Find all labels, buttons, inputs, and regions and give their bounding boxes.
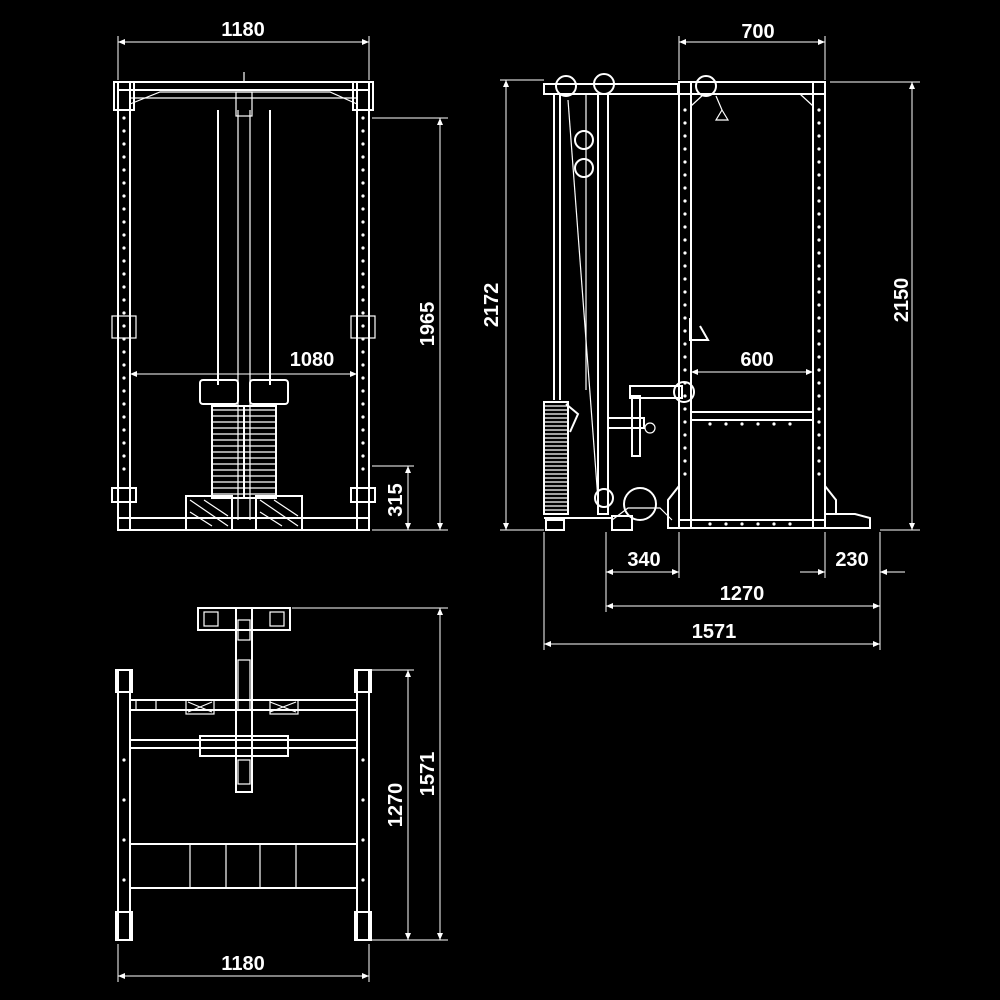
top-weight-plate — [199, 735, 289, 757]
upright-holes — [122, 116, 365, 471]
foot-height-label: 315 — [385, 483, 407, 516]
rack-holes — [683, 108, 821, 526]
left-foot-bracket — [111, 487, 137, 503]
pulley-top-left — [555, 75, 577, 97]
carabiner-icon — [714, 95, 730, 121]
top-total-depth-label: 1571 — [417, 752, 439, 797]
top-view: 1180 1270 1571 — [115, 607, 448, 982]
tower-top-beam — [543, 83, 679, 95]
rear-foot — [825, 513, 871, 529]
top-crossmember-1 — [129, 699, 358, 711]
pulley-bottom — [594, 488, 614, 508]
side-jhook — [689, 318, 710, 341]
top-width-label: 1180 — [221, 953, 264, 975]
pulley-mid-2 — [574, 158, 594, 178]
front-width-label: 1180 — [221, 19, 264, 41]
right-foot-bracket — [350, 487, 376, 503]
left-top-cap — [113, 81, 135, 111]
weight-stack — [211, 405, 277, 499]
seat-pad-right — [249, 379, 289, 405]
right-top-cap — [352, 81, 374, 111]
rack-top — [678, 81, 826, 95]
top-crossbar — [117, 81, 370, 91]
pulley-top-right — [695, 75, 717, 97]
front-inner-width-label: 1080 — [290, 349, 335, 371]
safety-bar — [690, 411, 814, 421]
top-depth-label: 1270 — [385, 783, 407, 828]
top-crossmember-2 — [129, 739, 358, 749]
side-view: 700 600 2172 2150 340 230 1270 1571 — [481, 21, 920, 650]
rack-base — [678, 519, 826, 529]
base-length-label: 1270 — [720, 583, 765, 605]
front-height-label: 1965 — [417, 302, 439, 347]
pulley-mid-1 — [574, 130, 594, 150]
side-weight-stack — [543, 401, 569, 515]
cable-diagonal — [567, 99, 599, 501]
side-inner-depth-label: 600 — [740, 349, 773, 371]
top-seat-bar — [197, 607, 291, 631]
front-offset-label: 230 — [835, 549, 868, 571]
seat-pad-left — [199, 379, 239, 405]
top-arm — [235, 607, 253, 793]
top-foot-plates — [185, 699, 299, 715]
pulley-top-center — [593, 73, 615, 95]
right-upright — [356, 81, 370, 531]
base-bar — [117, 517, 370, 531]
left-upright — [117, 81, 131, 531]
top-left-rail — [117, 669, 131, 941]
rear-offset-label: 340 — [627, 549, 660, 571]
front-view: 1180 1080 1965 315 — [111, 19, 448, 531]
lower-pulley-assembly — [623, 487, 657, 521]
tower-column — [597, 93, 609, 515]
total-height-label: 2172 — [481, 283, 503, 328]
top-rail-holes — [122, 758, 365, 882]
lever-arm — [629, 385, 683, 399]
rack-height-label: 2150 — [891, 278, 913, 323]
total-length-label: 1571 — [692, 621, 737, 643]
top-pulley — [235, 91, 253, 117]
side-depth-label: 700 — [741, 21, 774, 43]
top-platform — [129, 843, 358, 889]
top-right-rail — [356, 669, 370, 941]
